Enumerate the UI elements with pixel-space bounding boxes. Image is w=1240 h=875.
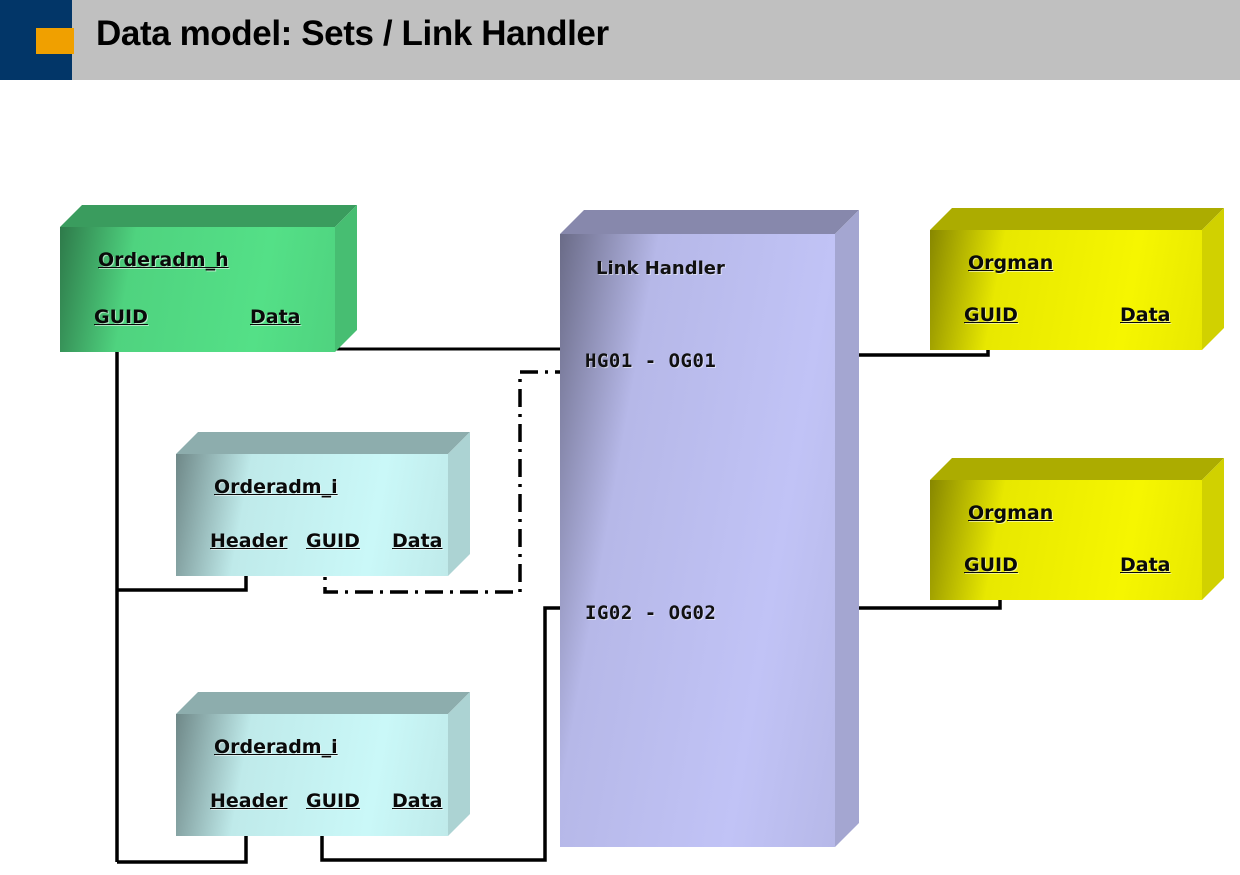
box-column-orderadm-i-2-guid: GUID — [306, 790, 360, 812]
box-top-face — [60, 205, 357, 227]
header-accent-square — [36, 28, 74, 54]
box-column-orderadm-i-1-guid: GUID — [306, 530, 360, 552]
box-link-handler[interactable]: Link Handler — [560, 210, 859, 847]
box-column-orgman-2-guid: GUID — [964, 554, 1018, 576]
box-side-face — [448, 432, 470, 576]
box-column-orderadm-i-1-header: Header — [210, 530, 288, 552]
box-front-face — [176, 714, 448, 836]
box-column-orderadm-h-data: Data — [250, 306, 301, 328]
box-column-orgman-1-guid: GUID — [964, 304, 1018, 326]
box-front-face — [930, 480, 1202, 600]
wire-orderadmi2-guid-to-linkhandler — [320, 606, 575, 862]
link-label-ig02-og02: IG02 - OG02 — [585, 602, 717, 624]
page-title: Data model: Sets / Link Handler — [96, 14, 609, 53]
box-title-orderadm-h: Orderadm_h — [98, 249, 229, 271]
link-label-hg01-og01: HG01 - OG01 — [585, 350, 717, 372]
slide-header-bar: Data model: Sets / Link Handler — [0, 0, 1240, 80]
box-title-link-handler: Link Handler — [596, 258, 725, 279]
box-title-orgman-2: Orgman — [968, 502, 1054, 524]
box-column-orgman-2-data: Data — [1120, 554, 1171, 576]
box-column-orgman-1-data: Data — [1120, 304, 1171, 326]
box-side-face — [1202, 208, 1224, 350]
box-top-face — [560, 210, 859, 234]
box-top-face — [930, 458, 1224, 480]
box-column-orderadm-i-1-data: Data — [392, 530, 443, 552]
box-title-orderadm-i-2: Orderadm_i — [214, 736, 338, 758]
box-title-orgman-1: Orgman — [968, 252, 1054, 274]
box-top-face — [930, 208, 1224, 230]
box-side-face — [835, 210, 859, 847]
box-top-face — [176, 692, 470, 714]
box-column-orderadm-i-2-data: Data — [392, 790, 443, 812]
box-side-face — [335, 205, 357, 352]
box-side-face — [448, 692, 470, 836]
box-front-face — [560, 234, 835, 847]
box-column-orderadm-i-2-header: Header — [210, 790, 288, 812]
box-front-face — [930, 230, 1202, 350]
box-top-face — [176, 432, 470, 454]
wire-dashdot-orderadmi1-guid — [323, 370, 570, 594]
box-side-face — [1202, 458, 1224, 600]
box-front-face — [176, 454, 448, 576]
box-title-orderadm-i-1: Orderadm_i — [214, 476, 338, 498]
box-column-orderadm-h-guid: GUID — [94, 306, 148, 328]
box-front-face — [60, 227, 335, 352]
